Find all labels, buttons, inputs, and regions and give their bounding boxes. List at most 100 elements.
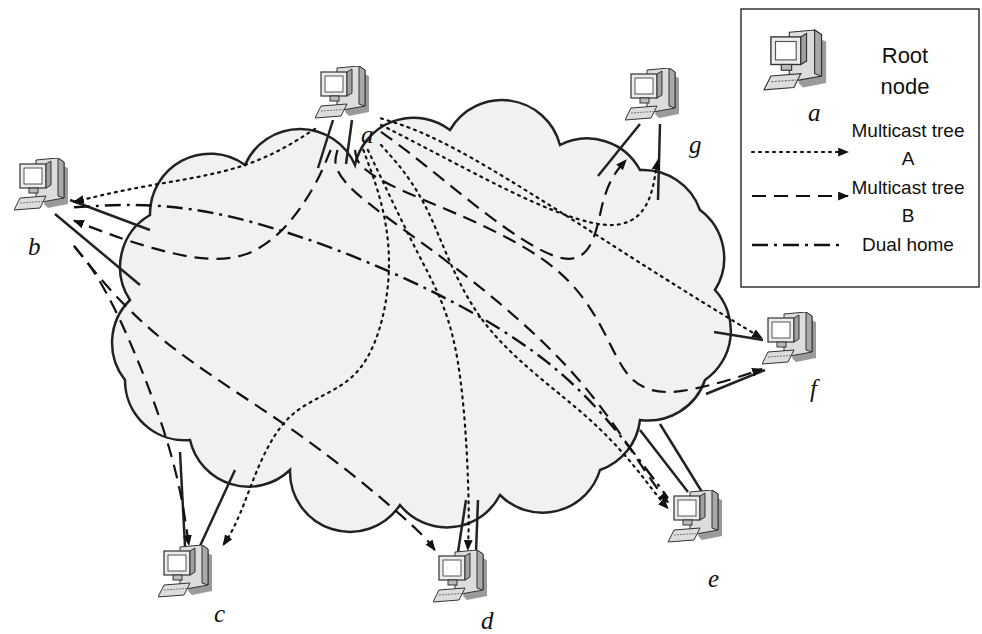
node-letter: c <box>214 601 225 626</box>
legend-root-icon <box>764 30 826 90</box>
computer-monitor-side <box>347 69 352 96</box>
legend-text: Root node <box>860 40 950 102</box>
access-link <box>55 214 140 285</box>
dual-home-link <box>74 205 668 498</box>
computer-monitor <box>768 318 794 342</box>
computer-node: b <box>14 158 74 260</box>
legend-dashed-line <box>752 195 848 197</box>
legend-dotted-line <box>752 151 848 153</box>
computer-stand <box>173 575 182 580</box>
computer-monitor <box>771 37 801 65</box>
multicast-tree-b-link <box>381 132 626 259</box>
multicast-tree-a-link <box>368 150 469 550</box>
computer-icon <box>433 550 489 606</box>
computer-icon <box>158 545 214 601</box>
computer-stand <box>640 98 649 103</box>
multicast-tree-a-link <box>381 125 658 225</box>
computer-monitor-side <box>190 548 195 575</box>
legend-node-letter: a <box>808 100 821 125</box>
legend-text: Dual home <box>850 231 966 259</box>
computer-keyboard <box>762 350 794 364</box>
computer-monitor-side <box>465 553 470 580</box>
computer-stand <box>781 65 791 71</box>
computer-tower-side <box>202 545 208 585</box>
node-letter: a <box>361 122 374 147</box>
computer-node: a <box>315 66 381 150</box>
multicast-tree-b-link <box>355 150 762 392</box>
computer-tower-side <box>669 68 675 108</box>
computer-monitor <box>439 556 465 580</box>
multicast-tree-a-link <box>223 150 389 545</box>
computer-monitor <box>164 551 190 575</box>
node-letter: b <box>28 234 41 259</box>
computer-monitor <box>20 164 46 188</box>
keyboard-keys <box>771 80 796 82</box>
node-letter: d <box>481 608 494 633</box>
legend-dashdot-line <box>752 244 842 246</box>
computer-tower-side <box>806 312 812 352</box>
computer-node: c <box>158 545 232 629</box>
access-link <box>658 124 660 200</box>
computer-node: e <box>668 490 732 594</box>
computer-monitor-side <box>657 71 662 98</box>
computer-screen <box>776 42 797 60</box>
computer-keyboard <box>158 583 190 597</box>
computer-stand <box>330 96 339 101</box>
keyboard-keys <box>768 356 790 358</box>
computer-tower-side <box>712 490 718 530</box>
multicast-tree-b-link <box>74 246 435 550</box>
computer-monitor <box>321 72 347 96</box>
computer-tower-side <box>58 158 64 198</box>
computer-icon <box>14 158 70 214</box>
computer-tower-side <box>815 30 822 76</box>
computer-screen <box>24 168 42 184</box>
access-link <box>476 500 478 552</box>
keyboard-keys <box>439 594 461 596</box>
multicast-tree-a-link <box>74 129 315 202</box>
computer-keyboard <box>764 74 801 90</box>
computer-keyboard <box>625 106 657 120</box>
computer-stand <box>448 580 457 585</box>
access-links <box>55 120 765 552</box>
computer-screen <box>325 76 343 92</box>
computer-stand <box>683 520 692 525</box>
computer-screen <box>168 555 186 571</box>
node-letter: f <box>810 376 817 401</box>
computer-stand <box>29 188 38 193</box>
computer-screen <box>678 500 696 516</box>
keyboard-keys <box>674 534 696 536</box>
computer-node: d <box>433 550 499 634</box>
multicast-tree-b-link <box>74 246 189 545</box>
multicast-tree-a-link <box>381 118 762 338</box>
access-link <box>458 500 466 552</box>
access-link <box>660 424 702 492</box>
computer-keyboard <box>668 528 700 542</box>
computer-monitor <box>674 496 700 520</box>
computer-monitor <box>631 74 657 98</box>
computer-screen <box>443 560 461 576</box>
node-letter: g <box>689 132 702 157</box>
computer-monitor-side <box>801 33 807 64</box>
keyboard-keys <box>164 589 186 591</box>
legend-text: Multicast tree B <box>850 174 966 230</box>
computer-screen <box>772 322 790 338</box>
legend-box <box>741 9 979 287</box>
computer-keyboard <box>315 104 347 118</box>
keyboard-keys <box>321 110 343 112</box>
computer-monitor-side <box>46 161 51 188</box>
computer-node: f <box>762 312 828 404</box>
access-link <box>200 470 235 546</box>
access-link <box>346 120 352 164</box>
multicast-tree-b-link <box>335 150 668 502</box>
computer-monitor-side <box>794 315 799 342</box>
computer-icon <box>315 66 371 122</box>
keyboard-keys <box>631 112 653 114</box>
network-cloud <box>112 100 731 532</box>
node-letter: e <box>708 566 719 591</box>
computer-node: g <box>625 68 707 160</box>
